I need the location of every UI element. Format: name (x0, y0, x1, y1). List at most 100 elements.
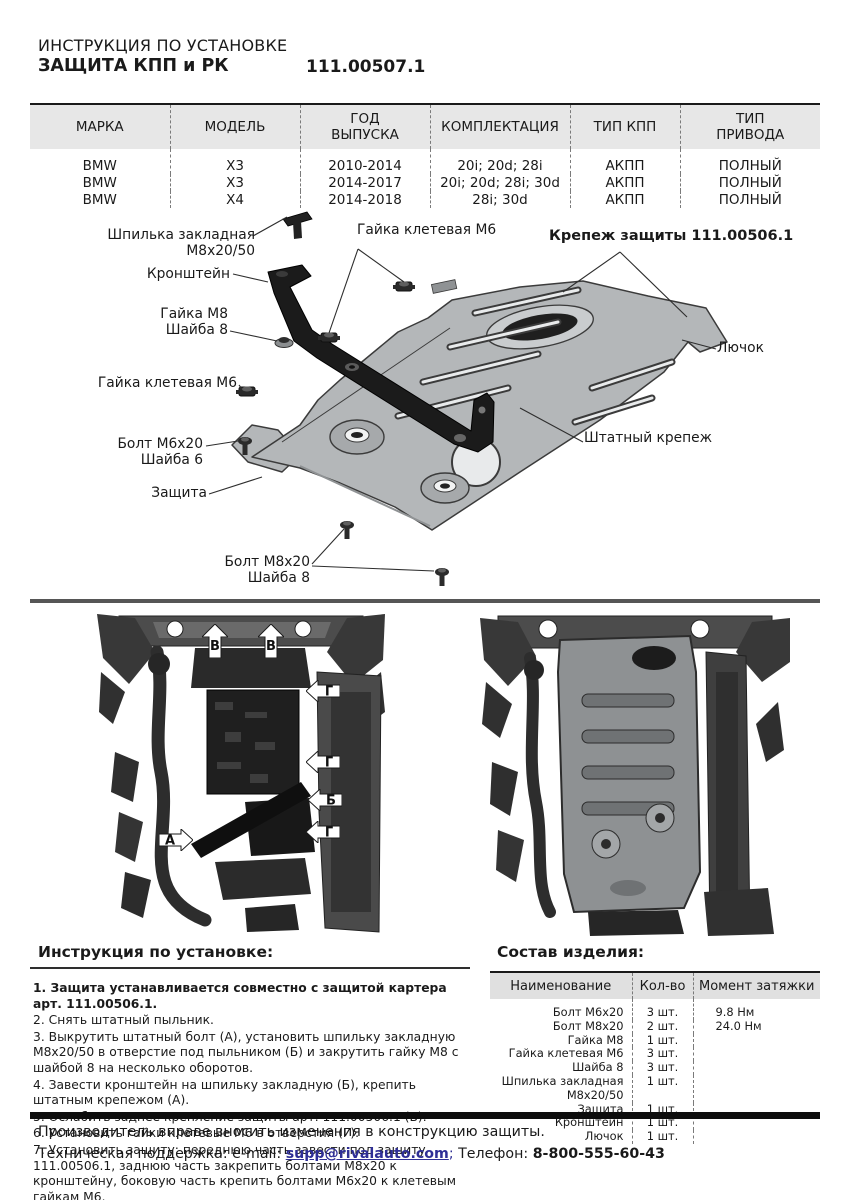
marker-arrow-up: В (202, 624, 228, 658)
step-6: 6. Установить гайки клетевые М6 в отверс… (33, 1126, 360, 1141)
cell (692, 1047, 820, 1062)
col-trim: КОМПЛЕКТАЦИЯ (429, 104, 570, 149)
diagram-label-cage-nut-left: Гайка клетевая М6 (97, 375, 237, 391)
photo-installed-guard (480, 615, 790, 936)
cell: 3 шт. (631, 999, 693, 1020)
col-gearbox: ТИП КПП (569, 104, 680, 149)
cell: ПОЛНЫЙ (679, 149, 820, 174)
instructions-steps: 1. Защита устанавливается совместно с за… (33, 981, 479, 1200)
footer-support: Техническая поддержка: e-mail: supp@riva… (38, 1146, 665, 1162)
fitment-row: BMW X3 2010-2014 20i; 20d; 28i АКПП ПОЛН… (30, 149, 820, 174)
cage-nut-m6 (392, 281, 416, 292)
cell: АКПП (569, 149, 680, 174)
footer-disclaimer: Производитель вправе вносить изменения в… (38, 1124, 545, 1140)
cell: Гайка М8 (567, 1032, 624, 1047)
col-brand: МАРКА (30, 104, 170, 149)
diagram-label-guard: Защита (151, 485, 207, 501)
cell: 2 шт. (631, 1019, 693, 1034)
cell: 20i; 20d; 28i; 30d (429, 174, 570, 191)
cell: 3 шт. (631, 1060, 693, 1075)
photo-mounting-points (97, 614, 385, 933)
marker-arrow-right: А (159, 829, 193, 851)
cell: Гайка клетевая М6 (508, 1046, 624, 1061)
col-qty: Кол-во (631, 972, 693, 999)
cell: АКПП (569, 174, 680, 191)
exploded-diagram (205, 211, 728, 586)
diagram-label-cage-nut-top: Гайка клетевая М6 (357, 222, 497, 238)
comp-row: Шпилька закладная М8х20/50 1 шт. (490, 1073, 820, 1103)
comp-row: Гайка клетевая М6 3 шт. (490, 1046, 820, 1062)
cell (692, 1074, 820, 1103)
diagram-label-bolt-m8: Болт М8х20 Шайба 8 (224, 554, 310, 586)
marker-arrow-left: Г (306, 751, 340, 773)
cell: Защита (577, 1101, 624, 1116)
cell: 1 шт. (631, 1129, 693, 1144)
step-7: 7. Установить защиту: переднюю часть зав… (33, 1143, 457, 1200)
footer-divider (30, 1112, 820, 1119)
comp-row: Болт М6х20 3 шт. 9.8 Нм (490, 999, 820, 1020)
fitment-row: BMW X4 2014-2018 28i; 30d АКПП ПОЛНЫЙ (30, 191, 820, 208)
cell: АКПП (569, 191, 680, 208)
comp-row: Лючок 1 шт. (490, 1129, 820, 1144)
marker-letter: В (210, 639, 220, 654)
instructions-rule (30, 967, 470, 969)
cell: 3 шт. (631, 1047, 693, 1062)
dome-bolt (329, 419, 385, 455)
cell: 2010-2014 (299, 149, 430, 174)
dome-bolt (420, 472, 470, 504)
marker-arrow-left: Б (308, 789, 342, 811)
cell: ПОЛНЫЙ (679, 174, 820, 191)
cell: 24.0 Нм (692, 1019, 820, 1034)
cell: 9.8 Нм (692, 999, 820, 1020)
composition-title: Состав изделия: (497, 943, 645, 961)
col-drive: ТИП ПРИВОДА (679, 104, 820, 149)
support-label: Техническая поддержка: e-mail: (38, 1146, 286, 1162)
step-2: 2. Снять штатный пыльник. (33, 1013, 214, 1028)
cell (692, 1061, 820, 1075)
composition-table: Наименование Кол-во Момент затяжки Болт … (490, 971, 820, 1144)
marker-letter: Г (325, 756, 333, 771)
marker-arrow-left: Г (306, 680, 340, 702)
marker-letter: Б (326, 794, 336, 809)
bracket (267, 264, 495, 453)
phone-number: 8-800-555-60-43 (532, 1146, 665, 1162)
marker-arrow-up: В (258, 624, 284, 658)
cell: 28i; 30d (429, 191, 570, 208)
cell: Болт М6х20 (552, 1005, 624, 1019)
cell: BMW (82, 174, 117, 191)
marker-letter: Г (325, 685, 333, 700)
step-1: 1. Защита устанавливается совместно с за… (33, 981, 447, 1011)
cell: 1 шт. (631, 1033, 693, 1048)
fitment-header-row: МАРКА МОДЕЛЬ ГОД ВЫПУСКА КОМПЛЕКТАЦИЯ ТИ… (30, 104, 820, 149)
diagram-label-bolt-m6: Болт М6х20 Шайба 6 (117, 436, 203, 468)
section-divider (30, 599, 820, 603)
cell (692, 1116, 820, 1131)
cell: BMW (82, 157, 117, 174)
comp-row: Шайба 8 3 шт. (490, 1060, 820, 1075)
leader-lines (205, 216, 717, 572)
cell: 20i; 20d; 28i (429, 149, 570, 174)
doc-title: ЗАЩИТА КПП и РК (38, 56, 229, 76)
cell: X3 (169, 174, 300, 191)
diagram-label-bracket: Кронштейн (146, 266, 230, 282)
col-year: ГОД ВЫПУСКА (299, 104, 430, 149)
bolt-m8x20 (340, 521, 354, 539)
diagram-label-nut-m8: Гайка М8 Шайба 8 (160, 306, 228, 338)
comp-row: Гайка М8 1 шт. (490, 1032, 820, 1048)
diagram-label-fastener-kit: Крепеж защиты 111.00506.1 (549, 228, 794, 244)
doc-subtitle: ИНСТРУКЦИЯ ПО УСТАНОВКЕ (38, 36, 288, 55)
cell (692, 1130, 820, 1144)
cell: 2014-2017 (299, 174, 430, 191)
nut-washer-m8 (274, 337, 294, 348)
cell: BMW (82, 191, 117, 208)
comp-row: Болт М8х20 2 шт. 24.0 Нм (490, 1019, 820, 1034)
diagram-label-oem-fastener: Штатный крепеж (584, 430, 713, 446)
diagram-label-hatch: Лючок (717, 340, 764, 356)
phone-label: Телефон: (458, 1146, 533, 1162)
support-email-link[interactable]: supp@rivalauto.com (285, 1146, 449, 1162)
cell: Шпилька закладная М8х20/50 (501, 1073, 624, 1102)
col-model: МОДЕЛЬ (169, 104, 300, 149)
stud-m8 (282, 211, 313, 239)
cage-nut-m6 (317, 332, 341, 343)
